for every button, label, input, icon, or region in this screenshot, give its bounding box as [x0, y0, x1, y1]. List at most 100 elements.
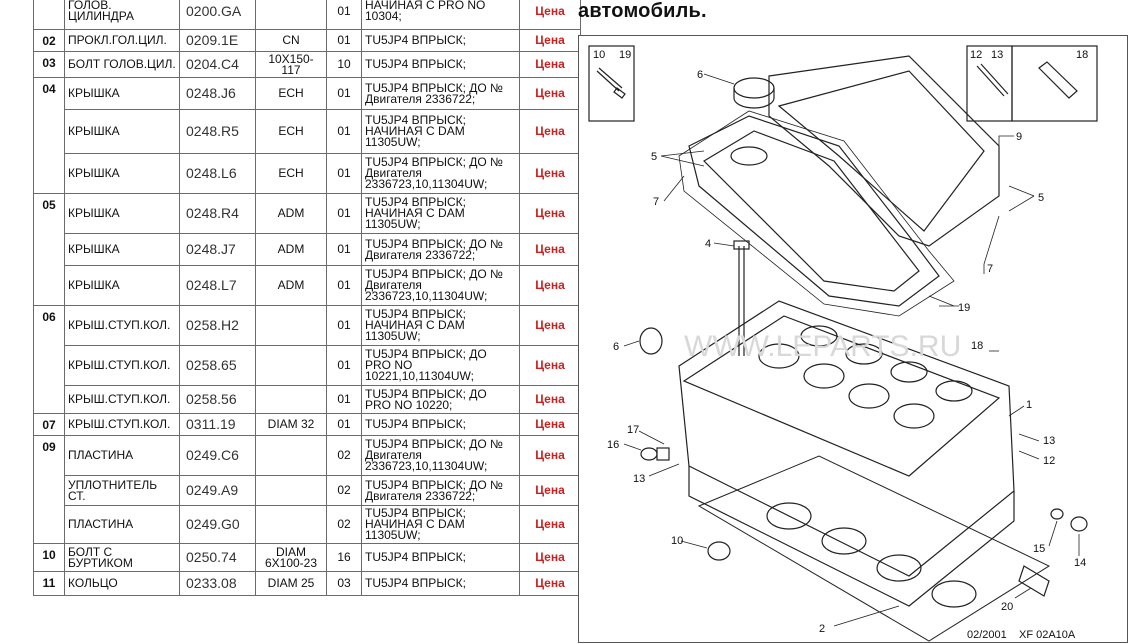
cell-part-code[interactable]: 0249.C6 — [179, 435, 256, 476]
cell-note: CN — [255, 29, 327, 52]
cell-part-code[interactable]: 0204.C4 — [179, 51, 256, 78]
cell-part-code[interactable]: 0200.GA — [179, 0, 256, 30]
price-link[interactable]: Цена — [519, 109, 581, 154]
callout-12: 12 — [1043, 455, 1055, 467]
cell-part-code[interactable]: 0248.L7 — [179, 265, 256, 306]
callout-7: 6 — [613, 341, 619, 353]
washer-15 — [1050, 508, 1064, 520]
cell-part-code[interactable]: 0248.R4 — [179, 193, 256, 234]
cell-name: КРЫШКА — [64, 77, 180, 110]
cell-part-code[interactable]: 0249.A9 — [179, 475, 256, 506]
price-link[interactable]: Цена — [519, 153, 581, 194]
cell-name: КОЛЬЦО — [64, 571, 180, 596]
callout-10: 9 — [1016, 131, 1022, 143]
cell-quantity: 02 — [326, 475, 362, 506]
cell-quantity: 01 — [326, 413, 362, 436]
cell-name: БОЛТ С БУРТИКОМ — [64, 543, 180, 572]
cell-quantity: 01 — [326, 153, 362, 194]
cell-part-code[interactable]: 0258.H2 — [179, 305, 256, 346]
price-link[interactable]: Цена — [519, 385, 581, 414]
cell-part-code[interactable]: 0233.08 — [179, 571, 256, 596]
callout-18: 18 — [971, 340, 983, 352]
cell-note: ADM — [255, 265, 327, 306]
cell-quantity: 03 — [326, 571, 362, 596]
engine-diagram: WWW.LEPARTS.RU 10 19 12 13 18 6 5 7 4 6 … — [578, 35, 1128, 643]
callout-2: 2 — [819, 623, 825, 635]
price-link[interactable]: Цена — [519, 305, 581, 346]
price-link[interactable]: Цена — [519, 505, 581, 544]
cell-application: TU5JP4 ВПРЫСК; НАЧИНАЯ С DAM 11305UW; — [361, 193, 520, 234]
price-link[interactable]: Цена — [519, 77, 581, 110]
cell-quantity: 01 — [326, 0, 362, 30]
cell-part-code[interactable]: 0248.J6 — [179, 77, 256, 110]
cell-quantity: 01 — [326, 193, 362, 234]
plug-16 — [640, 447, 658, 461]
price-link[interactable]: Цена — [519, 413, 581, 436]
cell-part-code[interactable]: 0311.19 — [179, 413, 256, 436]
cell-quantity: 01 — [326, 109, 362, 154]
price-link[interactable]: Цена — [519, 51, 581, 78]
box-label-13: 13 — [991, 49, 1003, 61]
cell-part-code[interactable]: 0258.65 — [179, 345, 256, 386]
rocker-cover-upper — [768, 55, 1000, 247]
price-link[interactable]: Цена — [519, 233, 581, 266]
cell-name: КРЫШ.СТУП.КОЛ. — [64, 305, 180, 346]
cell-position: 02 — [33, 29, 65, 52]
price-link[interactable]: Цена — [519, 345, 581, 386]
price-link[interactable]: Цена — [519, 0, 581, 30]
price-link[interactable]: Цена — [519, 29, 581, 52]
pin-detail-icon — [1038, 61, 1078, 99]
cell-note: DIAM 6X100-23 — [255, 543, 327, 572]
cell-note — [255, 505, 327, 544]
bolt-detail-icon — [596, 67, 626, 99]
callout-9-right: 7 — [987, 263, 993, 275]
price-link[interactable]: Цена — [519, 543, 581, 572]
cell-position: 03 — [33, 51, 65, 78]
callout-14: 14 — [1074, 557, 1086, 569]
ring-11 — [707, 541, 731, 561]
cell-part-code[interactable]: 0209.1E — [179, 29, 256, 52]
detail-box-pin — [1011, 45, 1098, 122]
cell-name: ПЛАСТИНА — [64, 505, 180, 544]
cell-application: TU5JP4 ВПРЫСК; ДО № Двигателя 2336723,10… — [361, 153, 520, 194]
cell-note: 10X150-117 — [255, 51, 327, 78]
cell-quantity: 01 — [326, 305, 362, 346]
fitting-14 — [1070, 516, 1088, 532]
cell-position: 05 — [33, 193, 65, 306]
cell-name: УПЛОТНИТЕЛЬ СТ. — [64, 475, 180, 506]
cell-note: DIAM 25 — [255, 571, 327, 596]
callout-5: 5 — [1038, 192, 1044, 204]
page-heading: автомобиль. — [578, 0, 707, 22]
cell-part-code[interactable]: 0258.56 — [179, 385, 256, 414]
price-link[interactable]: Цена — [519, 193, 581, 234]
price-link[interactable]: Цена — [519, 571, 581, 596]
price-link[interactable]: Цена — [519, 475, 581, 506]
cell-note: ECH — [255, 109, 327, 154]
cell-part-code[interactable]: 0248.J7 — [179, 233, 256, 266]
cell-quantity: 10 — [326, 51, 362, 78]
cell-position: 07 — [33, 413, 65, 436]
price-link[interactable]: Цена — [519, 435, 581, 476]
cell-note — [255, 435, 327, 476]
callout-4: 5 — [651, 151, 657, 163]
cell-part-code[interactable]: 0249.G0 — [179, 505, 256, 544]
cell-note — [255, 475, 327, 506]
callout-9-left: 7 — [653, 196, 659, 208]
cell-part-code[interactable]: 0248.R5 — [179, 109, 256, 154]
cell-application: TU5JP4 ВПРЫСК; — [361, 413, 520, 436]
price-link[interactable]: Цена — [519, 265, 581, 306]
cell-part-code[interactable]: 0248.L6 — [179, 153, 256, 194]
cell-application: TU5JP4 ВПРЫСК; НАЧИНАЯ С DAM 11305UW; — [361, 109, 520, 154]
cell-note: ECH — [255, 77, 327, 110]
sensor-20 — [1018, 565, 1050, 597]
detail-box-bolt — [588, 45, 635, 122]
cell-part-code[interactable]: 0250.74 — [179, 543, 256, 572]
cell-name: ПЛАСТИНА — [64, 435, 180, 476]
cell-quantity: 01 — [326, 77, 362, 110]
diagram-ref: XF 02A10A — [1019, 629, 1076, 641]
